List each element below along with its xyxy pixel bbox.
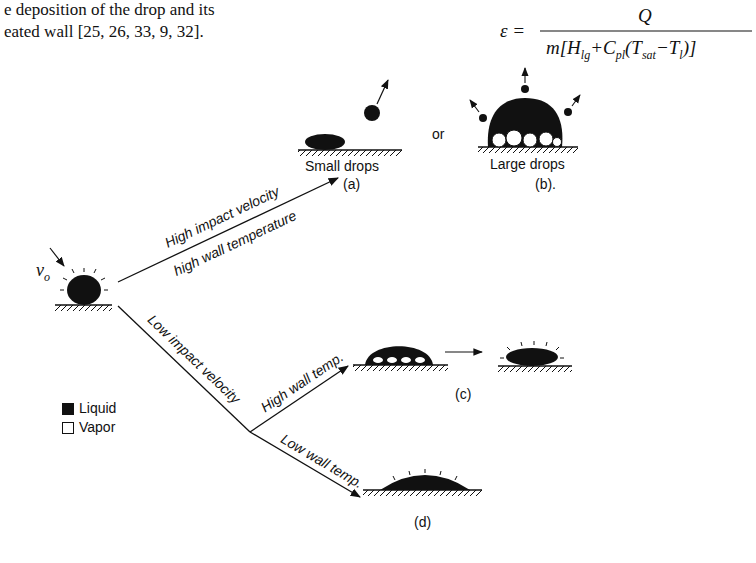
case-letter: (b). [535,176,556,192]
evaporation-ticks [500,341,564,358]
evaporation-ticks [60,268,108,290]
velocity-label: v [36,260,44,280]
path-label: Low wall temp. [278,431,366,492]
equation-numerator: Q [638,5,652,27]
equation-term: m[H [546,37,581,58]
rebounding-drop [364,105,380,121]
heated-wall [55,147,578,496]
case-label: Large drops [490,156,565,172]
equation-denominator: m[Hlg+Cpl(Tsat−Tl)] [546,37,696,59]
equation-term: (T [625,37,642,58]
equation-term: +C [590,37,616,58]
evaporation-ticks [393,469,457,480]
legend-text: Vapor [79,419,115,435]
body-text: eated wall [25, 26, 33, 9, 32]. [4,22,204,42]
case-letter: (d) [414,514,431,530]
liquid-drop [380,475,470,490]
case-letter: (c) [455,386,471,402]
body-text: e deposition of the drop and its [4,0,215,20]
transition-arrow [445,351,482,352]
equation-subscript: l [679,48,682,62]
equation-subscript: lg [581,48,590,62]
liquid-drop [365,346,433,365]
case-letter: (a) [343,176,360,192]
velocity-symbol: vo [36,260,50,281]
ejection-arrows [470,68,580,112]
fraction-bar [540,30,752,31]
liquid-drop [488,98,563,147]
equation-symbol: ε = [500,20,525,42]
legend-text: Liquid [79,400,116,416]
velocity-arrow [50,248,64,266]
equation-subscript: pl [616,48,625,62]
vapor-bubbles [492,130,562,147]
liquid-drop [506,348,558,366]
ejected-droplets [479,85,572,122]
legend-swatch [62,422,74,434]
case-label: Small drops [305,158,379,174]
regime-arrows [118,178,360,497]
liquid-drop [67,275,101,305]
conjunction-label: or [432,126,444,142]
equation-subscript: sat [642,48,656,62]
path-label: High wall temp. [258,349,346,416]
equation-term: )] [683,37,697,58]
liquid-drop [305,134,345,150]
vapor-bubbles [373,357,425,363]
path-label: Low impact velocity [145,311,244,407]
rebound-arrow [377,80,388,104]
velocity-subscript: o [44,270,50,284]
legend-swatch [62,403,74,415]
equation-term: −T [656,37,679,58]
